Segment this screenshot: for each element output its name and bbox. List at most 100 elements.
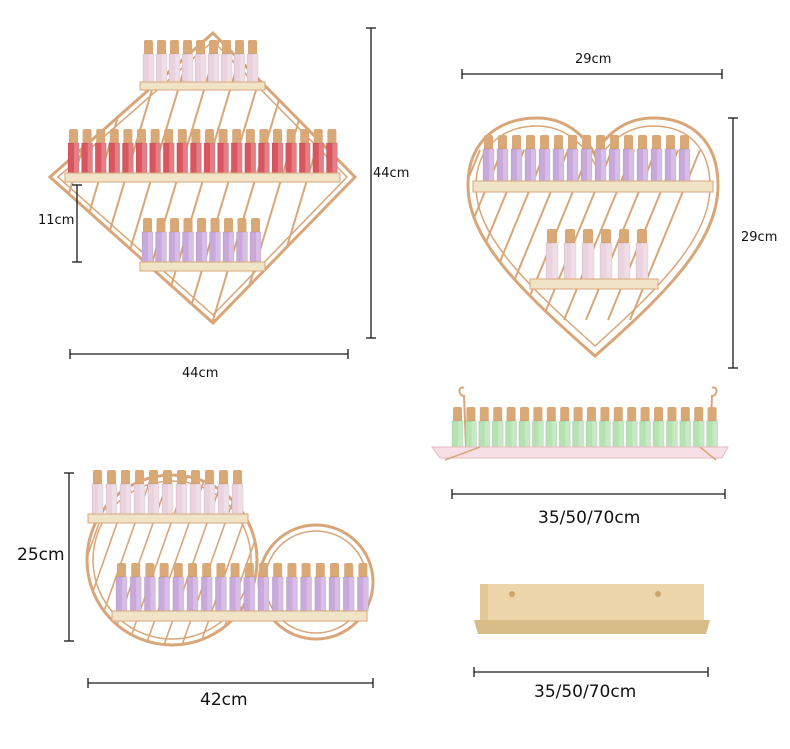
circle-rack bbox=[85, 470, 375, 647]
nail-polish-bottle bbox=[518, 407, 531, 448]
nail-polish-bottle bbox=[257, 563, 270, 612]
nail-polish-bottle bbox=[209, 218, 221, 263]
plain-gold-shelf bbox=[474, 584, 710, 634]
diamond-height-label: 44cm bbox=[373, 166, 410, 181]
nail-polish-bottle bbox=[121, 129, 134, 174]
heart-rack bbox=[466, 116, 720, 358]
nail-polish-bottle bbox=[580, 135, 593, 182]
nail-polish-bottle bbox=[552, 135, 565, 182]
nail-polish-bottle bbox=[271, 129, 284, 174]
nail-polish-bottle bbox=[581, 229, 595, 280]
nail-polish-bottle bbox=[257, 129, 270, 174]
nail-polish-bottle bbox=[133, 470, 146, 515]
nail-polish-bottle bbox=[612, 407, 625, 448]
nail-polish-bottle bbox=[572, 407, 585, 448]
nail-polish-bottle bbox=[271, 563, 284, 612]
nail-polish-bottle bbox=[244, 129, 257, 174]
nail-polish-bottle bbox=[496, 135, 509, 182]
nail-polish-bottle bbox=[147, 470, 160, 515]
nail-polish-bottle bbox=[189, 470, 202, 515]
nail-polish-bottle bbox=[108, 129, 121, 174]
nail-polish-bottle bbox=[598, 407, 611, 448]
nail-polish-bottle bbox=[243, 563, 256, 612]
nail-polish-bottle bbox=[300, 563, 313, 612]
nail-polish-bottle bbox=[652, 407, 665, 448]
nail-polish-bottle bbox=[478, 407, 491, 448]
nail-polish-bottle bbox=[491, 407, 504, 448]
circle-height-label: 25cm bbox=[17, 545, 65, 565]
nail-polish-bottle bbox=[141, 218, 154, 263]
nail-polish-bottle bbox=[155, 218, 167, 263]
nail-polish-bottle bbox=[298, 129, 311, 174]
nail-polish-bottle bbox=[679, 407, 692, 448]
nail-polish-bottle bbox=[172, 563, 185, 612]
nail-polish-bottle bbox=[168, 218, 181, 263]
nail-polish-bottle bbox=[636, 135, 649, 182]
nail-polish-bottle bbox=[566, 135, 579, 182]
nail-polish-bottle bbox=[594, 135, 607, 182]
nail-polish-bottle bbox=[194, 40, 207, 83]
nail-polish-bottle bbox=[285, 563, 298, 612]
nail-polish-bottle bbox=[249, 218, 262, 263]
nail-polish-bottle bbox=[220, 40, 233, 83]
nail-polish-bottle bbox=[639, 407, 652, 448]
nail-polish-bottle bbox=[563, 229, 577, 280]
nail-polish-bottle bbox=[203, 470, 216, 515]
nail-polish-bottle bbox=[176, 129, 189, 174]
nail-polish-bottle bbox=[115, 563, 128, 612]
nail-polish-bottle bbox=[325, 129, 338, 174]
nail-polish-bottle bbox=[67, 129, 80, 174]
nail-polish-bottle bbox=[229, 563, 242, 612]
nail-polish-bottle bbox=[664, 135, 677, 182]
nail-polish-bottle bbox=[142, 40, 155, 83]
nail-polish-bottle bbox=[625, 407, 638, 448]
nail-polish-bottle bbox=[214, 563, 227, 612]
nail-polish-bottle bbox=[158, 563, 171, 612]
nail-polish-bottle bbox=[545, 407, 558, 448]
nail-polish-bottle bbox=[233, 40, 246, 83]
nail-polish-bottle bbox=[181, 40, 194, 83]
nail-polish-bottle bbox=[182, 218, 194, 263]
nail-polish-bottle bbox=[143, 563, 156, 612]
nail-polish-bottle bbox=[230, 129, 243, 174]
nail-polish-bottle bbox=[451, 407, 464, 448]
plain-shelf-length-label: 35/50/70cm bbox=[534, 682, 637, 702]
nail-polish-bottle bbox=[217, 129, 230, 174]
nail-polish-bottle bbox=[665, 407, 678, 448]
nail-polish-bottle bbox=[135, 129, 148, 174]
nail-polish-bottle bbox=[464, 407, 477, 448]
nail-polish-bottle bbox=[328, 563, 341, 612]
nail-polish-bottle bbox=[189, 129, 202, 174]
nail-polish-bottle bbox=[342, 563, 355, 612]
nail-polish-bottle bbox=[129, 563, 142, 612]
straight-shelf-length-label: 35/50/70cm bbox=[538, 508, 641, 528]
nail-polish-bottle bbox=[531, 407, 544, 448]
nail-polish-bottle bbox=[510, 135, 523, 182]
dimension-lines bbox=[64, 27, 738, 688]
nail-polish-bottle bbox=[558, 407, 571, 448]
nail-polish-bottle bbox=[608, 135, 621, 182]
nail-polish-bottle bbox=[585, 407, 598, 448]
nail-polish-bottle bbox=[119, 470, 132, 515]
nail-polish-bottle bbox=[236, 218, 248, 263]
nail-polish-bottle bbox=[94, 129, 107, 174]
nail-polish-bottle bbox=[105, 470, 118, 515]
nail-polish-bottle bbox=[168, 40, 181, 83]
nail-polish-bottle bbox=[622, 135, 635, 182]
nail-polish-bottle bbox=[81, 129, 94, 174]
nail-polish-bottle bbox=[161, 470, 174, 515]
nail-polish-bottle bbox=[312, 129, 325, 174]
nail-polish-bottle bbox=[195, 218, 208, 263]
nail-polish-bottle bbox=[538, 135, 551, 182]
nail-polish-bottle bbox=[356, 563, 369, 612]
nail-polish-bottle bbox=[217, 470, 230, 515]
nail-polish-bottle bbox=[162, 129, 175, 174]
diamond-rack bbox=[47, 30, 358, 326]
nail-polish-bottle bbox=[545, 229, 559, 280]
diamond-shelf-gap-label: 11cm bbox=[38, 213, 75, 228]
nail-polish-bottle bbox=[482, 135, 495, 182]
nail-polish-bottle bbox=[246, 40, 259, 83]
nail-polish-bottle bbox=[285, 129, 298, 174]
nail-polish-bottle bbox=[175, 470, 188, 515]
